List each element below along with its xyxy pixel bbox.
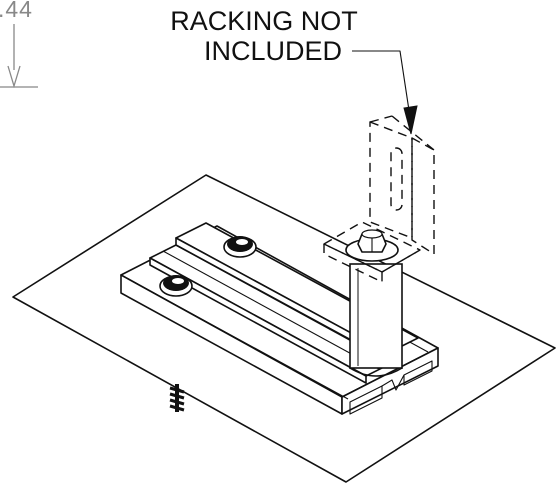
lag-screw-icon (169, 384, 185, 412)
dimension-value: .44 (0, 0, 33, 22)
callout-leader-line (352, 50, 411, 118)
standoff-post (349, 263, 403, 377)
dimension-arrowhead (7, 65, 21, 89)
callout-label: RACKING NOT INCLUDED (170, 6, 358, 66)
dimension-annotation: .44 (0, 0, 38, 89)
callout-line-2: INCLUDED (204, 36, 342, 66)
sealing-washer-left (159, 275, 193, 297)
callout-line-1: RACKING NOT (170, 6, 358, 36)
center-rail-strip (149, 244, 393, 384)
callout-arrowhead (403, 105, 418, 135)
sealing-washer-right (223, 236, 257, 258)
bracket-bolt (345, 229, 399, 262)
racking-l-bracket (323, 115, 435, 283)
